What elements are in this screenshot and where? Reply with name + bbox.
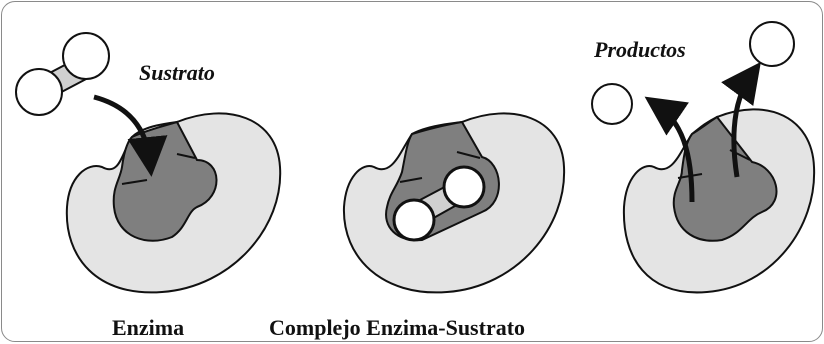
substrate-arrow — [93, 94, 168, 177]
stage-products: Productos — [591, 21, 816, 294]
products-active-site — [672, 115, 778, 242]
stage-enzyme: Sustrato Enzima — [15, 32, 282, 340]
bound-substrate — [392, 165, 486, 242]
stage-complex: Complejo Enzima-Sustrato — [269, 112, 566, 340]
product-molecules — [591, 21, 795, 125]
label-products: Productos — [593, 37, 686, 62]
product-arrow-left — [644, 96, 695, 203]
label-enzyme: Enzima — [112, 315, 184, 340]
product-arrow-right — [721, 61, 761, 178]
label-complex: Complejo Enzima-Sustrato — [269, 315, 525, 340]
substrate-molecule — [15, 32, 110, 116]
label-substrate: Sustrato — [139, 60, 215, 85]
